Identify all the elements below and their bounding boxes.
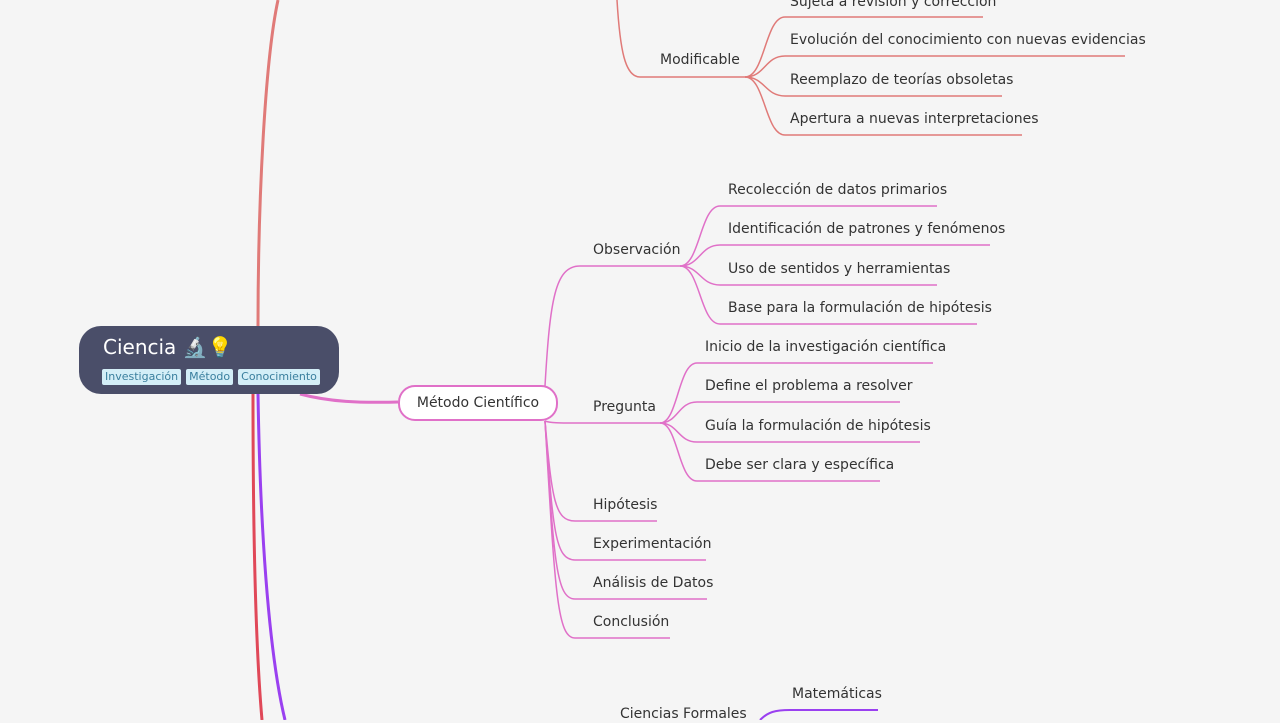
node[interactable]: Evolución del conocimiento con nuevas ev… [790,32,1146,48]
node[interactable]: Apertura a nuevas interpretaciones [790,111,1039,127]
node[interactable]: Reemplazo de teorías obsoletas [790,72,1014,88]
modificable-node[interactable]: Modificable [660,52,740,68]
tag[interactable]: Investigación [102,369,182,385]
node[interactable]: Uso de sentidos y herramientas [728,261,951,277]
pregunta-node[interactable]: Pregunta [593,399,656,415]
node[interactable]: Sujeta a revisión y corrección [790,0,997,10]
node[interactable]: Recolección de datos primarios [728,182,948,198]
node[interactable]: Inicio de la investigación científica [705,339,947,355]
node[interactable]: Debe ser clara y específica [705,457,895,473]
root-node[interactable]: Ciencia 🔬💡 Investigación Método Conocimi… [79,326,339,394]
metodo-cientifico-node[interactable]: Método Científico [398,385,558,421]
node[interactable]: Base para la formulación de hipótesis [728,300,992,316]
tag[interactable]: Método [186,369,234,385]
root-tags: Investigación Método Conocimiento [102,369,320,385]
conclusion-node[interactable]: Conclusión [593,614,670,630]
node[interactable]: Guía la formulación de hipótesis [705,418,931,434]
node[interactable]: Identificación de patrones y fenómenos [728,221,1006,237]
ciencias-formales-node[interactable]: Ciencias Formales [620,706,747,722]
root-title: Ciencia 🔬💡 [103,335,233,359]
analisis-node[interactable]: Análisis de Datos [593,575,714,591]
tag[interactable]: Conocimiento [238,369,320,385]
node[interactable]: Define el problema a resolver [705,378,913,394]
hipotesis-node[interactable]: Hipótesis [593,497,658,513]
matematicas-node[interactable]: Matemáticas [792,686,882,702]
observacion-node[interactable]: Observación [593,242,681,258]
experimentacion-node[interactable]: Experimentación [593,536,712,552]
